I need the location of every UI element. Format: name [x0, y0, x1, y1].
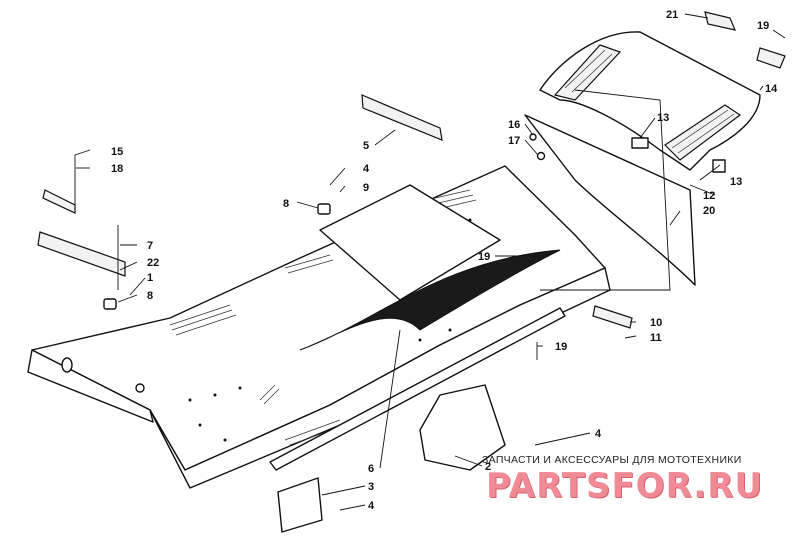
callout-4: 4: [595, 428, 602, 440]
callout-13: 13: [657, 112, 669, 124]
callout-18: 18: [111, 163, 123, 175]
callout-4: 4: [363, 163, 370, 175]
callout-7: 7: [147, 240, 153, 252]
mount-bracket: [419, 384, 506, 471]
callout-22: 22: [147, 257, 159, 269]
bracket-mid: [37, 231, 126, 277]
callout-1: 1: [147, 272, 153, 284]
rear-plate: [319, 184, 501, 301]
callout-15: 15: [111, 146, 123, 158]
mud-strip: [361, 94, 443, 141]
callout-10: 10: [650, 317, 662, 329]
bumper-clip: [631, 137, 649, 149]
callout-12: 12: [703, 190, 715, 202]
washer: [536, 151, 546, 161]
bumper-cap-left: [704, 11, 736, 31]
watermark-logo: PARTSFOR.RU: [486, 466, 764, 506]
leader-lines: [74, 13, 786, 511]
callout-3: 3: [368, 481, 374, 493]
callout-14: 14: [765, 83, 778, 95]
callout-16: 16: [508, 119, 520, 131]
callout-8: 8: [283, 198, 289, 210]
bumper-cap-right: [756, 47, 786, 69]
watermark-caption: ЗАПЧАСТИ И АКСЕССУАРЫ ДЛЯ МОТОТЕХНИКИ: [482, 454, 742, 466]
rear-bumper: [539, 31, 761, 171]
snow-flap: [524, 114, 696, 286]
callout-19: 19: [757, 20, 769, 32]
callout-4: 4: [368, 500, 375, 512]
callout-8: 8: [147, 290, 153, 302]
callout-19: 19: [555, 341, 567, 353]
callout-11: 11: [650, 332, 662, 344]
tunnel-decal: [299, 249, 561, 351]
callout-17: 17: [508, 135, 520, 147]
callout-13: 13: [730, 176, 742, 188]
plug-upper: [317, 203, 331, 215]
callout-6: 6: [368, 463, 374, 475]
reflector: [592, 305, 633, 329]
callout-5: 5: [363, 140, 369, 152]
callout-9: 9: [363, 182, 369, 194]
callout-19: 19: [478, 251, 490, 263]
callout-2: 2: [485, 461, 491, 473]
callout-21: 21: [666, 9, 678, 21]
nut: [529, 133, 537, 141]
plug-lower: [103, 298, 117, 310]
license-plate: [277, 477, 323, 533]
callout-20: 20: [703, 205, 715, 217]
callout-labels: 21 19 14 16 13 17 5 15 18 4 9 12 13 8 20…: [111, 9, 778, 512]
bracket-left: [42, 189, 76, 214]
